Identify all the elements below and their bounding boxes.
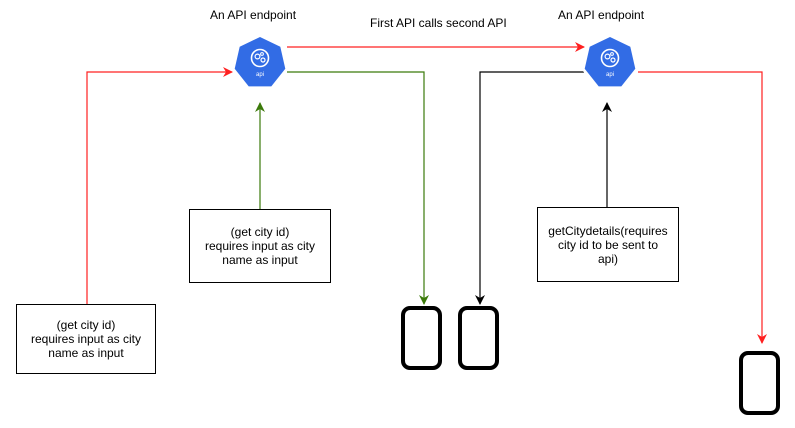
request-box-middle[interactable]: (get city id) requires input as city nam…: [189, 209, 331, 283]
connection-label: First API calls second API: [370, 16, 507, 30]
request-box-right[interactable]: getCitydetails(requires city id to be se…: [537, 207, 679, 282]
api2-title: An API endpoint: [558, 8, 645, 22]
api-icon-text: api: [606, 72, 614, 78]
request-box-left[interactable]: (get city id) requires input as city nam…: [16, 304, 156, 374]
request-box-left-text: (get city id) requires input as city nam…: [30, 318, 142, 360]
edge-api1-to-phone1: [287, 71, 429, 305]
api1-title: An API endpoint: [210, 8, 297, 22]
phone-icon: [739, 351, 780, 415]
edge-api2-to-phone3: [638, 71, 767, 344]
edge-left-box-to-api1: [86, 67, 233, 304]
api-icon[interactable]: api: [581, 34, 639, 90]
api-icon[interactable]: api: [231, 34, 289, 90]
phone-icon: [401, 306, 442, 370]
request-box-right-text: getCitydetails(requires city id to be se…: [548, 223, 668, 266]
api-icon-text: api: [256, 72, 264, 78]
edge-api2-to-phone2: [475, 71, 584, 305]
phone-icon: [458, 306, 499, 370]
request-box-middle-text: (get city id) requires input as city nam…: [204, 225, 316, 267]
